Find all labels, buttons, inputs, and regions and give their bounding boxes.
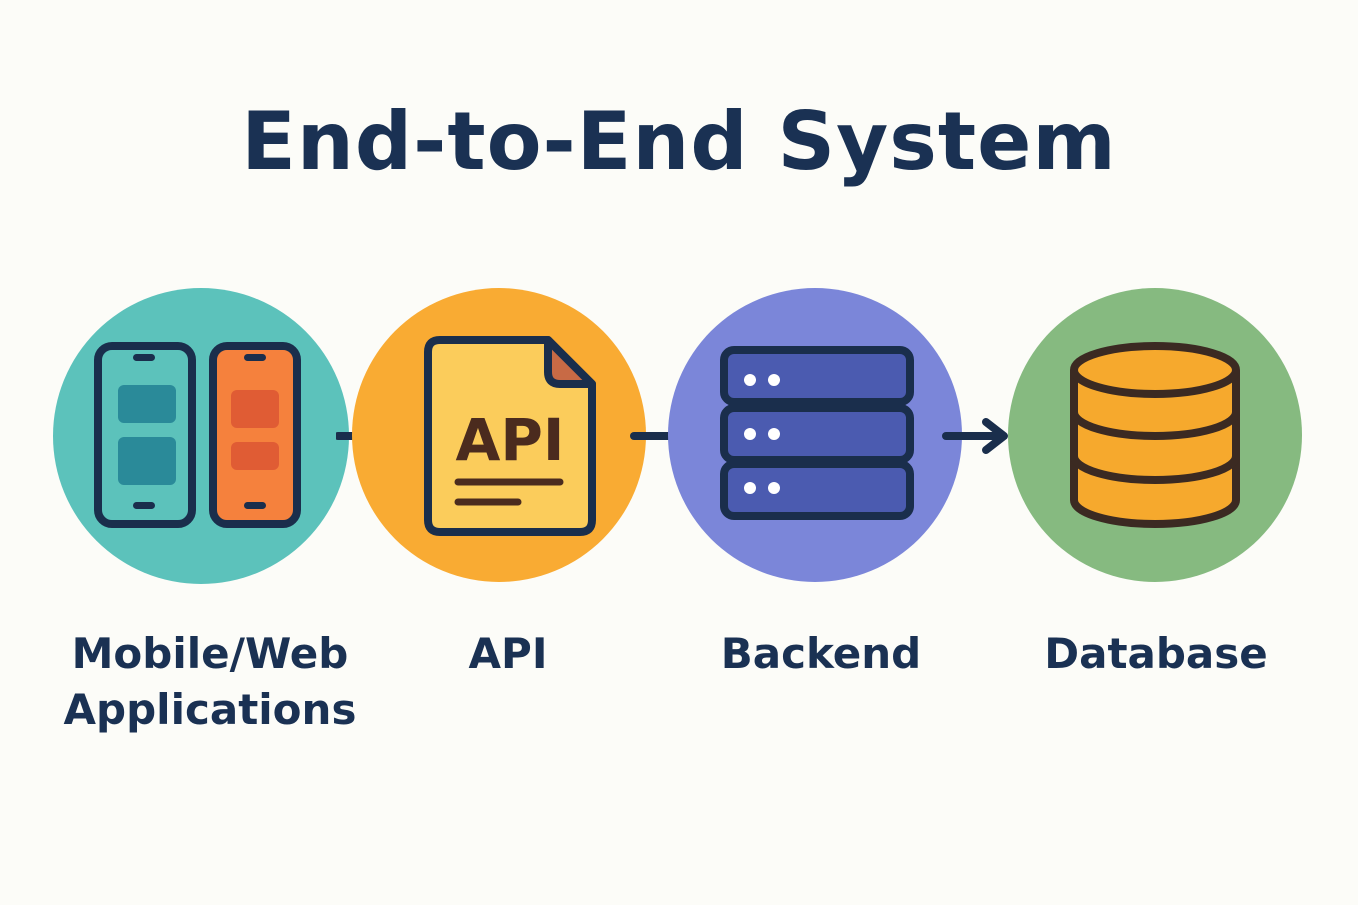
arrow-right-icon — [942, 418, 1008, 454]
database-node — [1008, 288, 1302, 582]
backend-label: Backend — [720, 629, 922, 678]
mobile-devices-icon — [94, 342, 301, 528]
diagram-title: End-to-End System — [241, 95, 1117, 188]
api-document-icon: API — [424, 336, 596, 536]
mobile-web-label: Mobile/Web Applications — [40, 626, 380, 738]
mobile-web-label-line2: Applications — [63, 685, 357, 734]
backend-node — [668, 288, 962, 582]
server-stack-icon — [720, 346, 914, 520]
database-cylinder-icon — [1070, 342, 1240, 528]
api-node: API — [352, 288, 646, 582]
mobile-web-label-line1: Mobile/Web — [71, 629, 349, 678]
mobile-web-node — [53, 288, 349, 584]
api-label: API — [468, 629, 548, 678]
database-label: Database — [1044, 629, 1268, 678]
api-icon-text: API — [456, 406, 565, 474]
